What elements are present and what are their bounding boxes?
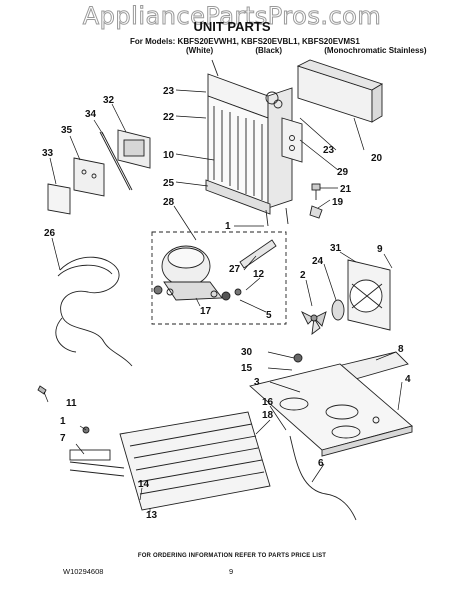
drier-tube [239, 239, 277, 269]
part-drawings [37, 59, 413, 521]
callout-33: 33 [42, 148, 54, 159]
fan-assembly [300, 259, 391, 335]
watermark: AppliancePartsPros.com [82, 2, 382, 31]
callout-14: 14 [138, 479, 150, 490]
condenser-coil [119, 411, 271, 511]
harness-7 [69, 426, 125, 477]
callout-22: 22 [163, 112, 175, 123]
callout-3: 3 [254, 377, 260, 388]
callout-2: 2 [300, 270, 306, 281]
callout-29: 29 [337, 167, 349, 178]
electrical-boxes [47, 129, 151, 215]
callout-32: 32 [103, 95, 115, 106]
page-number: 9 [229, 567, 234, 576]
callout-6: 6 [318, 458, 324, 469]
callout-25: 25 [163, 178, 175, 189]
document-id: W10294608 [63, 567, 104, 576]
callout-23-top: 23 [163, 86, 175, 97]
callout-10: 10 [163, 150, 175, 161]
callout-15: 15 [241, 363, 253, 374]
small-fasteners [309, 183, 323, 219]
callout-12: 12 [253, 269, 265, 280]
shroud-part [281, 59, 384, 163]
callout-9: 9 [377, 244, 383, 255]
callout-19: 19 [332, 197, 344, 208]
leader-lines [43, 89, 403, 512]
callout-20: 20 [371, 153, 383, 164]
callout-16: 16 [262, 397, 274, 408]
callout-27: 27 [229, 264, 241, 275]
callout-1-bottom: 1 [60, 416, 66, 427]
variant-stainless: (Monochromatic Stainless) [324, 46, 427, 55]
page-title: UNIT PARTS [193, 19, 271, 34]
callout-35: 35 [61, 125, 73, 136]
callout-26: 26 [44, 228, 56, 239]
callout-labels: 23 22 10 25 28 1 32 34 35 33 26 20 29 23… [42, 86, 411, 521]
base-plate [249, 353, 413, 457]
variant-line: (White) (Black) (Monochromatic Stainless… [186, 46, 427, 55]
tube-6 [289, 435, 357, 521]
screw-11 [37, 385, 47, 395]
callout-31: 31 [330, 243, 342, 254]
callout-1-top: 1 [225, 221, 231, 232]
callout-11: 11 [66, 398, 77, 409]
callout-8: 8 [398, 344, 404, 355]
compressor-dashed-box [151, 231, 287, 325]
callout-28: 28 [163, 197, 175, 208]
models-line: For Models: KBFS20EVWH1, KBFS20EVBL1, KB… [130, 37, 360, 46]
callout-13: 13 [146, 510, 158, 521]
callout-4: 4 [405, 374, 411, 385]
callout-30: 30 [241, 347, 253, 358]
callout-17: 17 [200, 306, 212, 317]
variant-black: (Black) [255, 46, 283, 55]
callout-24: 24 [312, 256, 324, 267]
callout-5: 5 [266, 310, 272, 321]
callout-18: 18 [262, 410, 274, 421]
ordering-note: FOR ORDERING INFORMATION REFER TO PARTS … [137, 553, 327, 559]
callout-34: 34 [85, 109, 97, 120]
callout-7: 7 [60, 433, 66, 444]
callout-21: 21 [340, 184, 352, 195]
callout-23-right: 23 [323, 145, 335, 156]
bracket-assembly [205, 59, 293, 227]
wire-harness [55, 256, 133, 367]
variant-white: (White) [186, 46, 214, 55]
compressor [153, 245, 242, 301]
